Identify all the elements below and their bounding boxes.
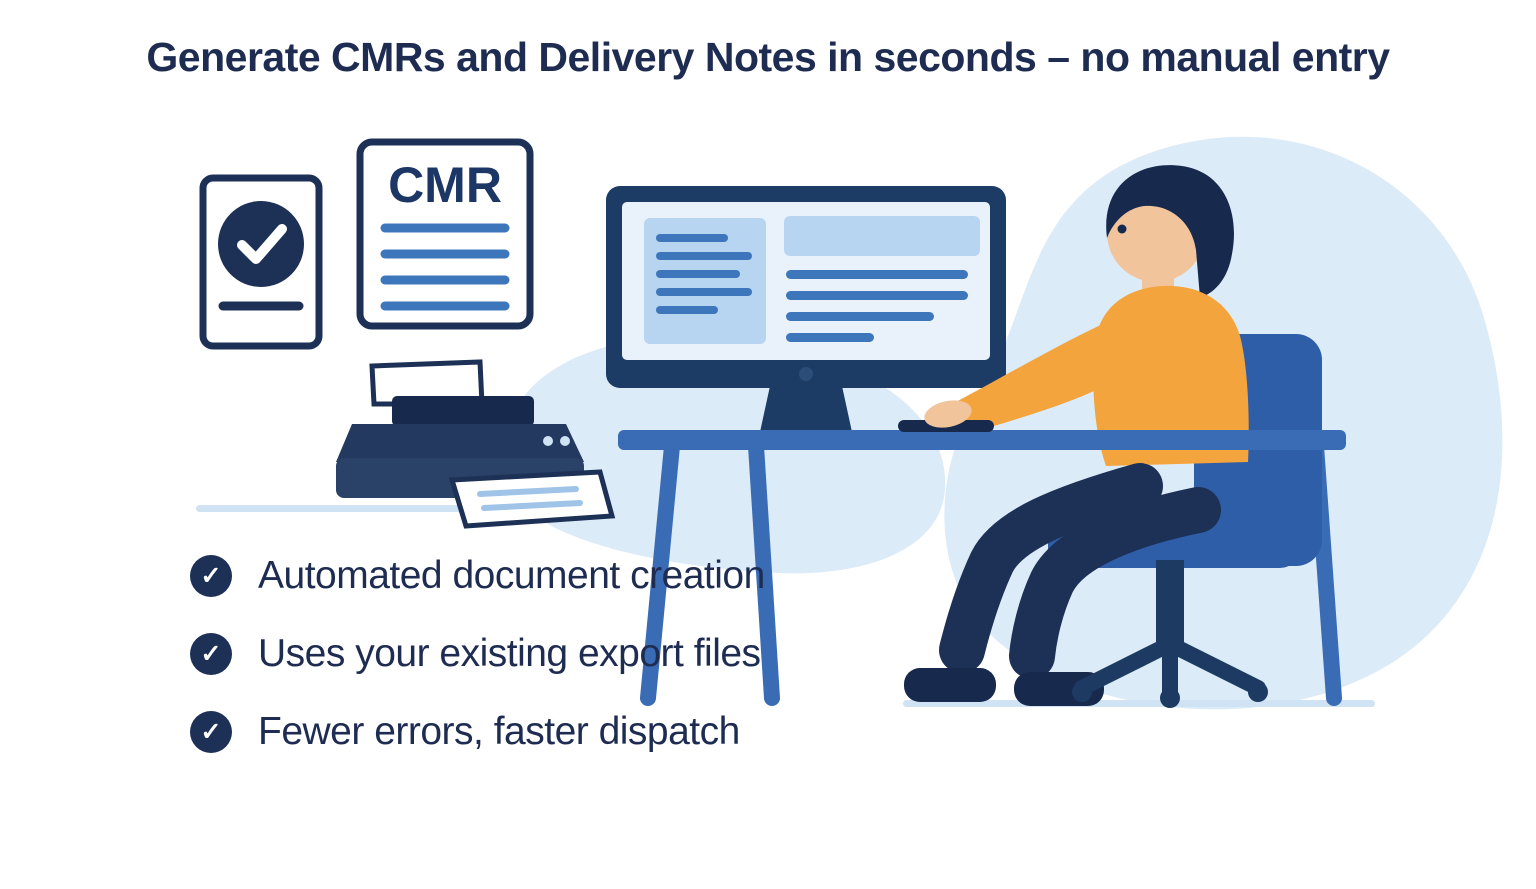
cmr-label: CMR bbox=[388, 157, 502, 213]
cmr-document: CMR bbox=[356, 138, 534, 330]
chair-base bbox=[1072, 560, 1268, 708]
check-circle-icon: ✓ bbox=[190, 633, 232, 675]
torso bbox=[1093, 285, 1249, 466]
bullet-label: Uses your existing export files bbox=[258, 632, 761, 675]
bullet-row: ✓ Fewer errors, faster dispatch bbox=[190, 710, 765, 754]
bullet-row: ✓ Uses your existing export files bbox=[190, 632, 765, 676]
arm bbox=[952, 320, 1126, 434]
shoe-left bbox=[904, 668, 996, 702]
bullet-row: ✓ Automated document creation bbox=[190, 554, 765, 598]
monitor-illustration bbox=[606, 186, 1006, 432]
person-illustration bbox=[952, 165, 1249, 466]
person-legs bbox=[939, 463, 1221, 679]
eye bbox=[1117, 224, 1127, 234]
check-circle-icon: ✓ bbox=[190, 555, 232, 597]
page-title: Generate CMRs and Delivery Notes in seco… bbox=[146, 34, 1390, 80]
bullet-label: Automated document creation bbox=[258, 554, 765, 597]
printed-page bbox=[448, 469, 616, 529]
bullet-label: Fewer errors, faster dispatch bbox=[258, 710, 740, 753]
hair bbox=[1106, 165, 1234, 298]
approved-document-icon bbox=[199, 174, 323, 350]
desk-top bbox=[618, 430, 1346, 450]
check-circle-icon: ✓ bbox=[190, 711, 232, 753]
printer-illustration bbox=[336, 359, 616, 529]
hand bbox=[924, 400, 972, 428]
bullet-list: ✓ Automated document creation ✓ Uses you… bbox=[190, 554, 765, 754]
